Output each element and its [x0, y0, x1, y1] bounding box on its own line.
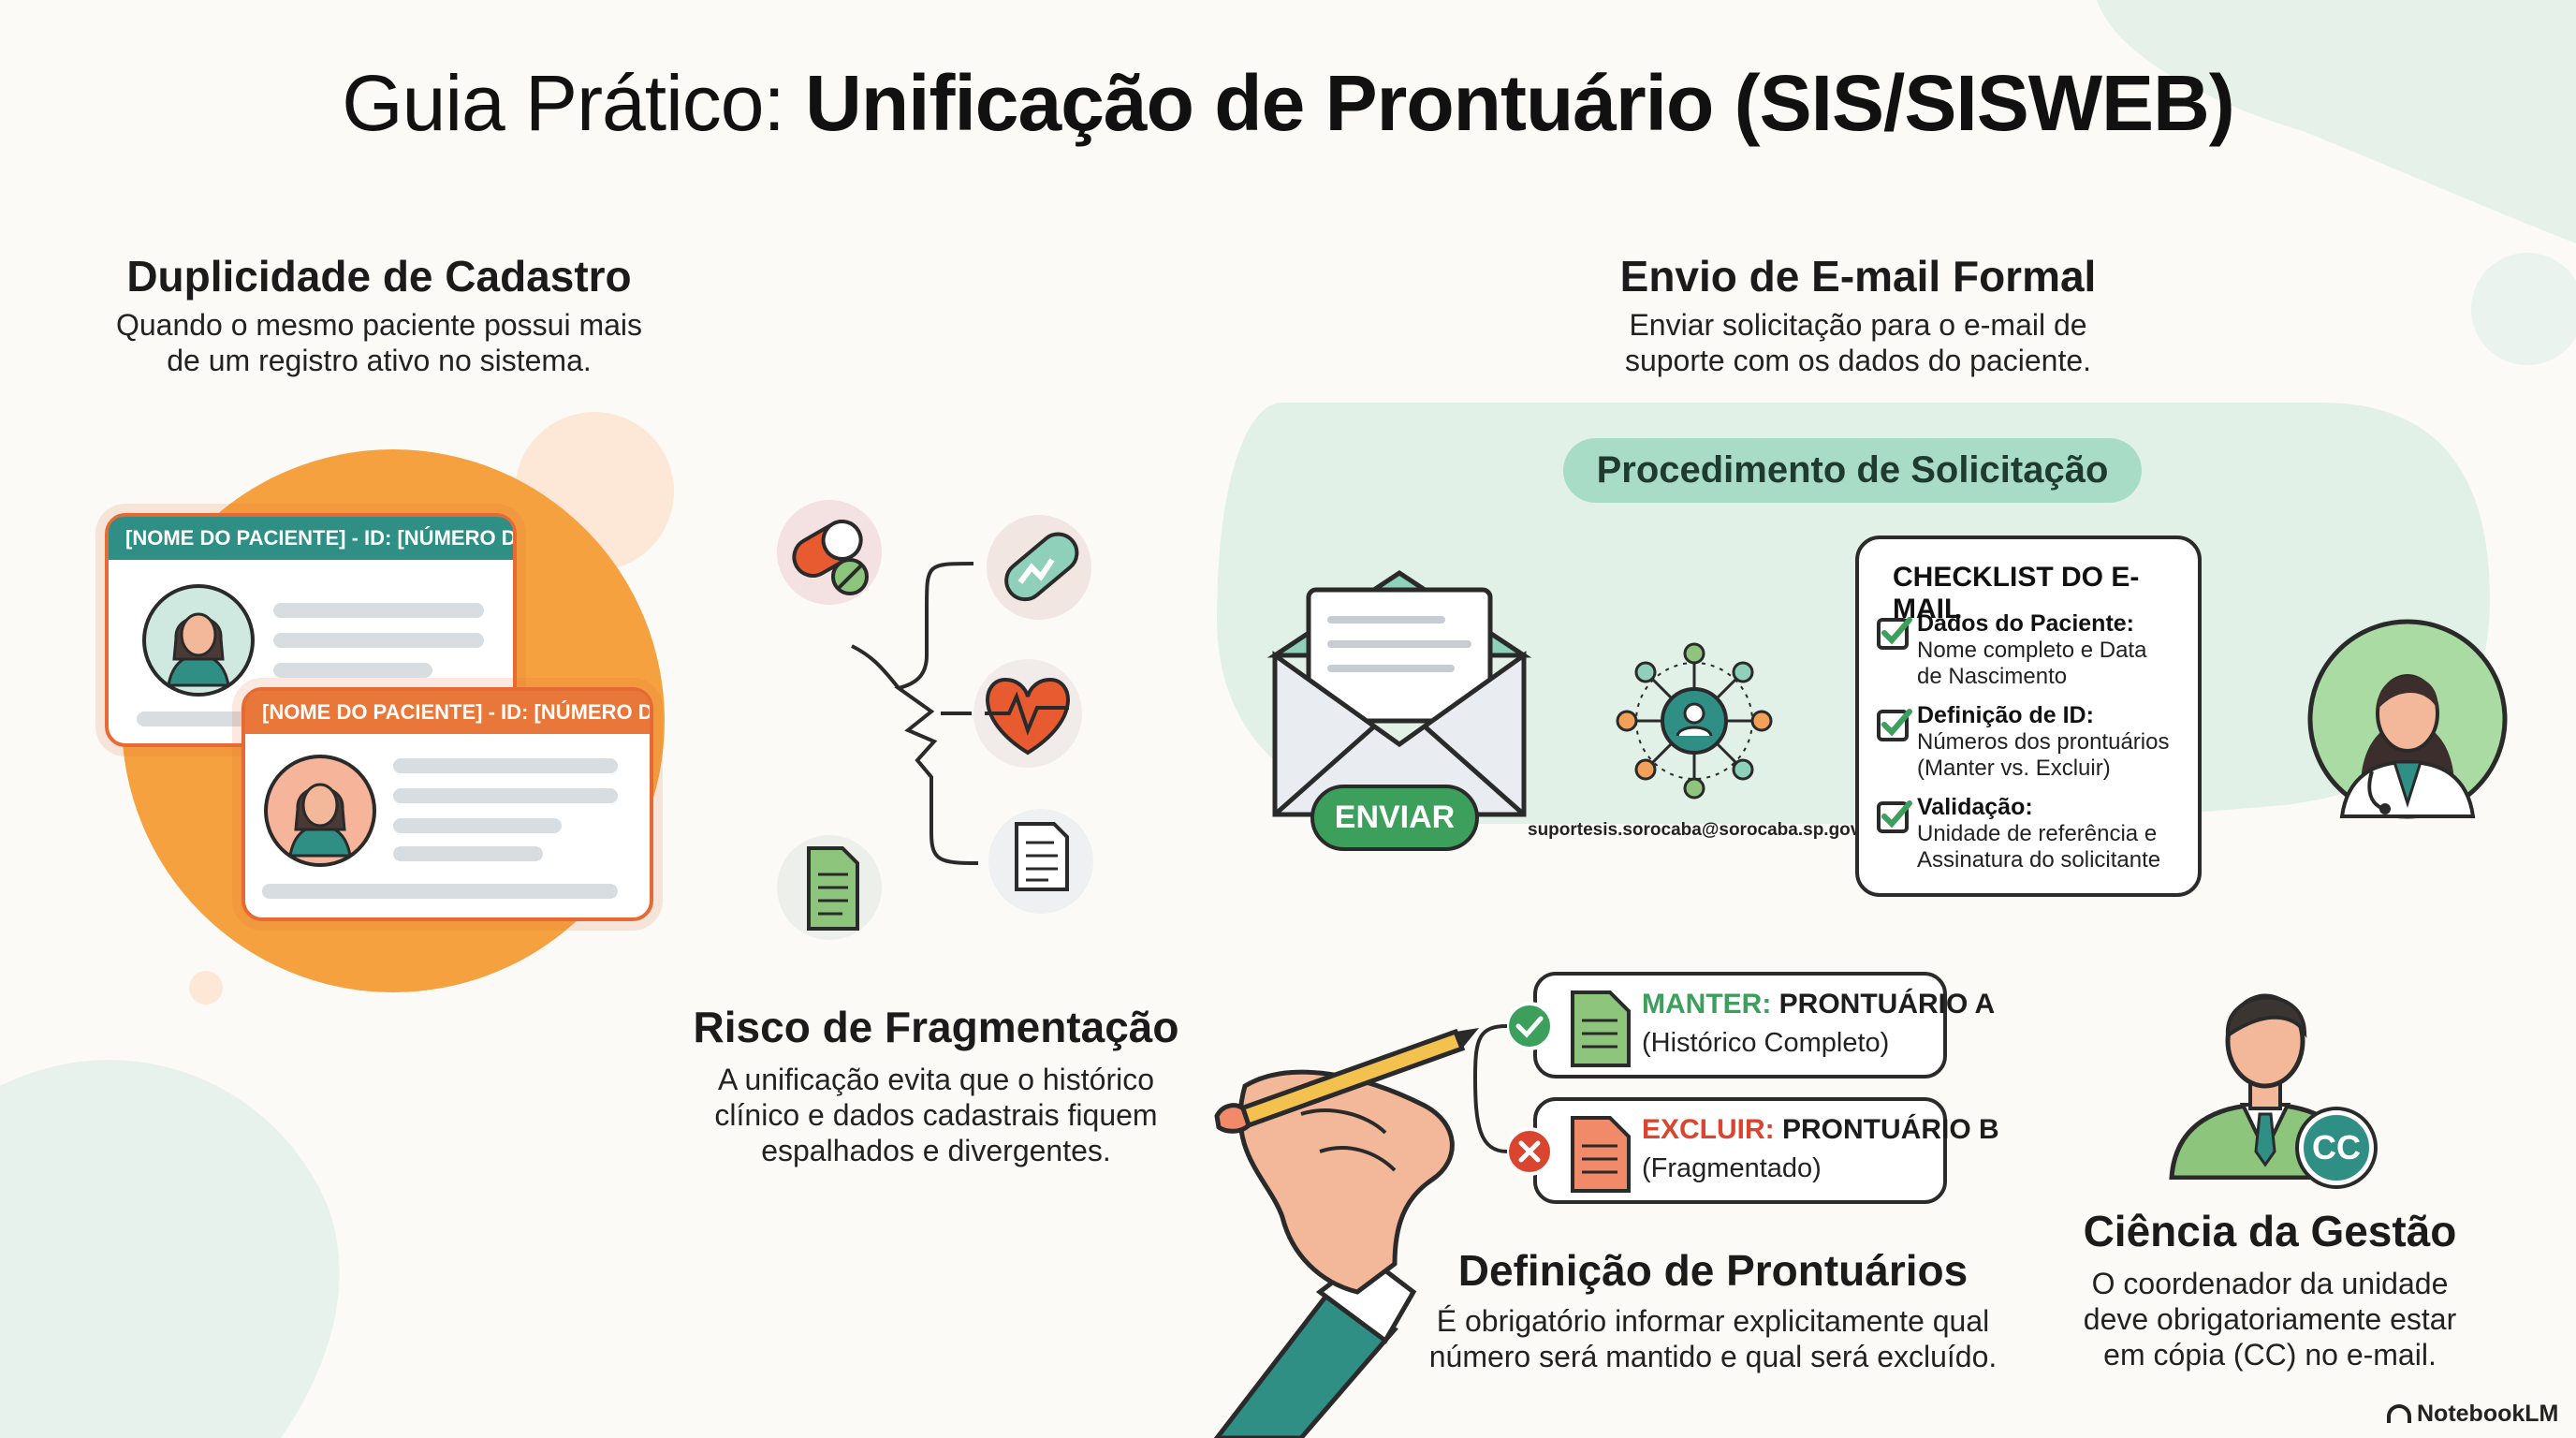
support-email-address[interactable]: suportesis.sorocaba@sorocaba.sp.gov.br	[1528, 820, 1882, 840]
checklist-item-3-head: Validação:	[1917, 794, 2033, 820]
cc-badge: CC	[2299, 1110, 2374, 1185]
ciencia-desc: O coordenador da unidade deve obrigatori…	[2031, 1266, 2509, 1372]
fragmentacao-desc-line2: clínico e dados cadastrais fiquem	[714, 1098, 1158, 1132]
duplicidade-heading: Duplicidade de Cadastro	[126, 252, 632, 301]
send-button[interactable]: ENVIAR	[1310, 785, 1479, 851]
title-part1: Guia Prático:	[342, 59, 806, 147]
pill-icon	[777, 500, 882, 605]
drop-label: EXCLUIR:	[1642, 1114, 1775, 1145]
definicao-heading: Definição de Prontuários	[1457, 1246, 1969, 1295]
fragmentacao-desc-line1: A unificação evita que o histórico	[717, 1063, 1155, 1096]
definicao-desc: É obrigatório informar explicitamente qu…	[1385, 1303, 2041, 1374]
heart-icon	[973, 659, 1082, 768]
email-desc: Enviar solicitação para o e-mail de supo…	[1554, 307, 2162, 378]
duplicidade-desc-line1: Quando o mesmo paciente possui mais	[115, 308, 643, 342]
brand-logo-icon	[2387, 1404, 2411, 1423]
patient-card-2: [NOME DO PACIENTE] - ID: [NÚMERO DO ID]	[242, 687, 653, 921]
ciencia-desc-line2: deve obrigatoriamente estar	[2083, 1302, 2457, 1336]
record-drop-card: EXCLUIR: PRONTUÁRIO B (Fragmentado)	[1533, 1097, 1999, 1204]
checkbox-checked-icon	[1877, 617, 1912, 650]
checklist-item-2-head: Definição de ID:	[1917, 702, 2094, 728]
duplicidade-desc: Quando o mesmo paciente possui mais de u…	[75, 307, 683, 378]
record-drop-title: EXCLUIR: PRONTUÁRIO B	[1642, 1114, 1999, 1146]
document-icon	[988, 809, 1093, 914]
fragmentacao-desc-line3: espalhados e divergentes.	[761, 1134, 1111, 1167]
cc-badge-label: CC	[2312, 1128, 2361, 1167]
hand-pencil-icon	[1213, 1028, 1479, 1438]
email-checklist: CHECKLIST DO E-MAIL Dados do Paciente: N…	[1855, 536, 2202, 897]
definicao-desc-line1: É obrigatório informar explicitamente qu…	[1436, 1304, 1990, 1338]
checklist-item-3-line2: Assinatura do solicitante	[1917, 847, 2161, 873]
fragmentacao-heading: Risco de Fragmentação	[693, 1003, 1179, 1051]
email-heading: Envio de E-mail Formal	[1619, 252, 2097, 301]
brand-footer: NotebookLM	[2387, 1401, 2558, 1428]
drop-record: PRONTUÁRIO B	[1774, 1114, 1999, 1145]
envelope-icon	[1266, 570, 1532, 817]
duplicidade-desc-line2: de um registro ativo no sistema.	[167, 344, 592, 377]
checkbox-checked-icon	[1877, 709, 1912, 741]
ciencia-desc-line1: O coordenador da unidade	[2091, 1267, 2449, 1300]
patient-card-1-bar: [NOME DO PACIENTE] - ID: [NÚMERO DO ID]	[109, 517, 513, 560]
email-desc-line2: suporte com os dados do paciente.	[1624, 344, 2092, 377]
brand-name: NotebookLM	[2417, 1401, 2559, 1427]
ciencia-heading: Ciência da Gestão	[2083, 1207, 2457, 1255]
procedure-pill: Procedimento de Solicitação	[1563, 438, 2142, 503]
patient-card-2-bar: [NOME DO PACIENTE] - ID: [NÚMERO DO ID]	[245, 691, 650, 734]
doctor-avatar-icon	[2307, 619, 2508, 819]
checklist-item-1-line2: de Nascimento	[1917, 664, 2068, 689]
ciencia-desc-line3: em cópia (CC) no e-mail.	[2103, 1338, 2437, 1372]
green-document-icon	[1571, 990, 1631, 1067]
email-desc-line1: Enviar solicitação para o e-mail de	[1629, 308, 2087, 342]
record-drop-sub: (Fragmentado)	[1642, 1153, 1822, 1183]
definicao-desc-line2: número será mantido e qual será excluído…	[1428, 1340, 1998, 1373]
keep-label: MANTER:	[1642, 989, 1772, 1020]
record-keep-title: MANTER: PRONTUÁRIO A	[1642, 989, 1995, 1020]
green-document-icon	[777, 835, 882, 940]
fragmentacao-desc: A unificação evita que o histórico clíni…	[655, 1062, 1217, 1168]
page-title: Guia Prático: Unificação de Prontuário (…	[0, 58, 2576, 149]
record-keep-card: MANTER: PRONTUÁRIO A (Histórico Completo…	[1533, 972, 1995, 1078]
support-network-icon	[1616, 642, 1773, 800]
broken-pill-icon	[987, 515, 1091, 620]
keep-record: PRONTUÁRIO A	[1771, 989, 1996, 1020]
checklist-item-2-line2: (Manter vs. Excluir)	[1917, 756, 2111, 781]
patient-avatar-1-icon	[142, 584, 255, 697]
checkbox-checked-icon	[1877, 800, 1912, 833]
fragmentation-diagram	[777, 500, 1093, 940]
red-document-icon	[1571, 1116, 1631, 1193]
title-part2: Unificação de Prontuário (SIS/SISWEB)	[805, 59, 2235, 147]
patient-avatar-2-icon	[264, 755, 376, 867]
record-keep-sub: (Histórico Completo)	[1642, 1028, 1890, 1058]
checklist-item-1-head: Dados do Paciente:	[1917, 610, 2134, 637]
checklist-item-2-line1: Números dos prontuários	[1917, 729, 2170, 755]
checklist-item-1-line1: Nome completo e Data	[1917, 638, 2147, 663]
checklist-item-3-line1: Unidade de referência e	[1917, 821, 2158, 846]
decision-connector	[1472, 1024, 1508, 1153]
